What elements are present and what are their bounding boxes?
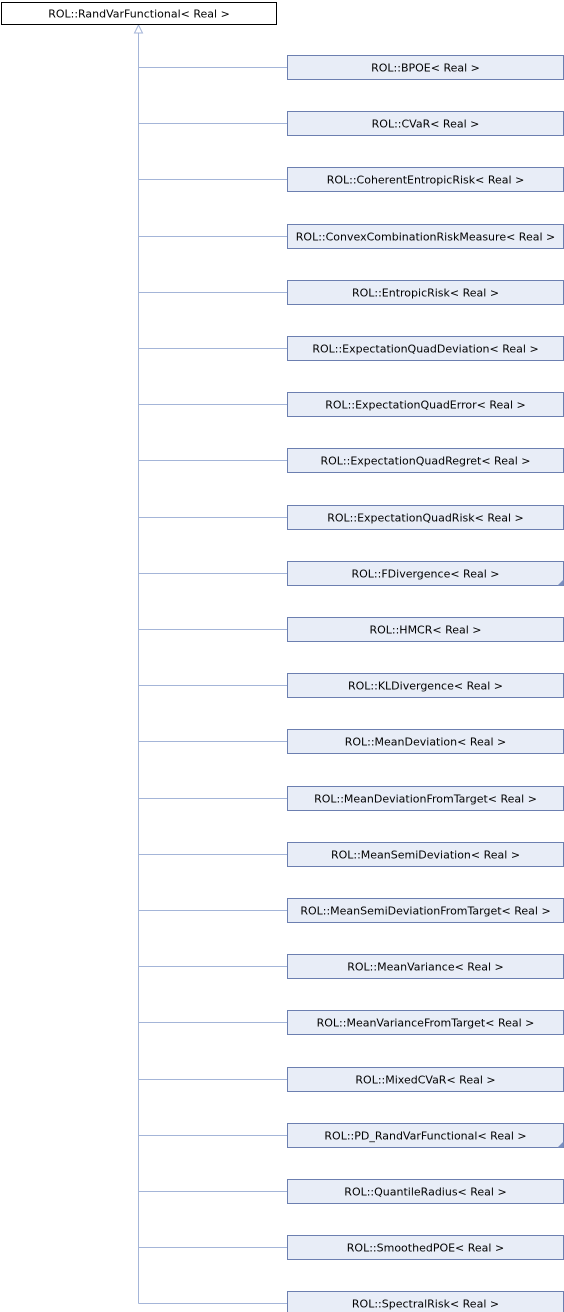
derived-class-list: ROL::BPOE< Real >ROL::CVaR< Real >ROL::C… (287, 55, 564, 1312)
derived-class-label: ROL::ConvexCombinationRiskMeasure< Real … (296, 231, 555, 244)
derived-class-box (287, 729, 564, 754)
derived-class-box (287, 167, 564, 192)
derived-class-label: ROL::BPOE< Real > (371, 62, 480, 75)
derived-class-node[interactable]: ROL::ExpectationQuadError< Real > (287, 392, 564, 417)
derived-class-node[interactable]: ROL::MeanDeviation< Real > (287, 729, 564, 754)
base-class-box (1, 2, 277, 25)
derived-class-node[interactable]: ROL::HMCR< Real > (287, 617, 564, 642)
derived-class-label: ROL::ExpectationQuadDeviation< Real > (312, 343, 538, 356)
derived-class-label: ROL::SpectralRisk< Real > (352, 1298, 499, 1311)
derived-class-label: ROL::MeanDeviationFromTarget< Real > (314, 793, 537, 806)
derived-class-node[interactable]: ROL::ExpectationQuadRegret< Real > (287, 448, 564, 473)
inheritance-arrow-icon (133, 23, 144, 34)
base-class-node[interactable]: ROL::RandVarFunctional< Real > (1, 2, 277, 25)
derived-class-label: ROL::ExpectationQuadRegret< Real > (321, 455, 531, 468)
derived-class-label: ROL::QuantileRadius< Real > (344, 1186, 506, 1199)
derived-class-box (287, 617, 564, 642)
derived-class-label: ROL::HMCR< Real > (369, 624, 481, 637)
derived-class-box (287, 1179, 564, 1204)
derived-class-box (287, 392, 564, 417)
derived-class-node[interactable]: ROL::CVaR< Real > (287, 111, 564, 136)
derived-class-label: ROL::MeanVariance< Real > (347, 961, 503, 974)
derived-class-node[interactable]: ROL::MixedCVaR< Real > (287, 1067, 564, 1092)
derived-class-box (287, 954, 564, 979)
inheritance-edges (133, 23, 287, 1304)
derived-class-label: ROL::SmoothedPOE< Real > (347, 1242, 504, 1255)
derived-class-node[interactable]: ROL::ConvexCombinationRiskMeasure< Real … (287, 224, 564, 249)
derived-class-box (287, 786, 564, 811)
derived-class-label: ROL::ExpectationQuadRisk< Real > (327, 512, 524, 525)
derived-class-node[interactable]: ROL::SpectralRisk< Real > (287, 1291, 564, 1312)
derived-class-node[interactable]: ROL::PD_RandVarFunctional< Real > (287, 1123, 564, 1148)
derived-class-label: ROL::CoherentEntropicRisk< Real > (327, 174, 525, 187)
derived-class-label: ROL::PD_RandVarFunctional< Real > (324, 1130, 526, 1143)
more-subclasses-indicator-icon (557, 1141, 564, 1148)
derived-class-node[interactable]: ROL::MeanVariance< Real > (287, 954, 564, 979)
derived-class-node[interactable]: ROL::MeanSemiDeviationFromTarget< Real > (287, 898, 564, 923)
derived-class-box (287, 561, 564, 586)
derived-class-box (287, 673, 564, 698)
derived-class-box (287, 842, 564, 867)
derived-class-box (287, 280, 564, 305)
derived-class-box (287, 505, 564, 530)
derived-class-label: ROL::CVaR< Real > (372, 118, 480, 131)
derived-class-node[interactable]: ROL::MeanVarianceFromTarget< Real > (287, 1010, 564, 1035)
derived-class-node[interactable]: ROL::KLDivergence< Real > (287, 673, 564, 698)
base-class-label: ROL::RandVarFunctional< Real > (48, 8, 230, 21)
derived-class-node[interactable]: ROL::EntropicRisk< Real > (287, 280, 564, 305)
derived-class-label: ROL::MeanSemiDeviationFromTarget< Real > (300, 905, 550, 918)
derived-class-box (287, 898, 564, 923)
derived-class-node[interactable]: ROL::SmoothedPOE< Real > (287, 1235, 564, 1260)
more-subclasses-indicator-icon (557, 579, 564, 586)
derived-class-label: ROL::EntropicRisk< Real > (352, 287, 499, 300)
derived-class-label: ROL::ExpectationQuadError< Real > (325, 399, 526, 412)
derived-class-node[interactable]: ROL::MeanDeviationFromTarget< Real > (287, 786, 564, 811)
derived-class-node[interactable]: ROL::ExpectationQuadRisk< Real > (287, 505, 564, 530)
derived-class-box (287, 1010, 564, 1035)
derived-class-box (287, 1235, 564, 1260)
derived-class-box (287, 1123, 564, 1148)
derived-class-node[interactable]: ROL::CoherentEntropicRisk< Real > (287, 167, 564, 192)
derived-class-label: ROL::MeanSemiDeviation< Real > (331, 849, 520, 862)
derived-class-box (287, 448, 564, 473)
derived-class-node[interactable]: ROL::QuantileRadius< Real > (287, 1179, 564, 1204)
derived-class-box (287, 1067, 564, 1092)
derived-class-label: ROL::MixedCVaR< Real > (355, 1074, 495, 1087)
derived-class-label: ROL::MeanVarianceFromTarget< Real > (317, 1017, 535, 1030)
derived-class-node[interactable]: ROL::BPOE< Real > (287, 55, 564, 80)
derived-class-node[interactable]: ROL::FDivergence< Real > (287, 561, 564, 586)
derived-class-label: ROL::MeanDeviation< Real > (345, 736, 507, 749)
derived-class-label: ROL::KLDivergence< Real > (348, 680, 503, 693)
derived-class-label: ROL::FDivergence< Real > (352, 568, 500, 581)
derived-class-node[interactable]: ROL::MeanSemiDeviation< Real > (287, 842, 564, 867)
derived-class-node[interactable]: ROL::ExpectationQuadDeviation< Real > (287, 336, 564, 361)
derived-class-box (287, 224, 564, 249)
